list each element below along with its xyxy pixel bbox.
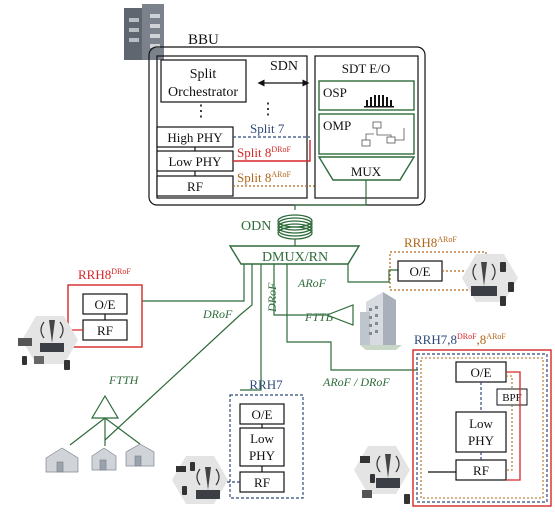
rrh-combined-sup1: DRoF [457, 332, 477, 341]
cell-site-combined [354, 446, 410, 504]
split8-drof-line [233, 140, 311, 162]
split8-arof-sup: ARoF [271, 170, 291, 179]
svg-text:RRH8ARoF: RRH8ARoF [404, 235, 457, 250]
split8-drof-label: Split 8 [237, 145, 271, 160]
rrh7-oe-label: O/E [252, 407, 273, 422]
bbu-rf-label: RF [187, 179, 203, 194]
ftth-link-label: FTTH [108, 373, 140, 387]
rrh-combined-prefix: RRH7,8 [414, 332, 457, 347]
split7-label: Split 7 [250, 121, 285, 136]
split-orchestrator-line1: Split [190, 67, 217, 82]
rrh-combined-mid: ,8 [477, 332, 487, 347]
arof-link-label: ARoF [297, 276, 327, 290]
rrh-combined-blue [416, 353, 548, 503]
rrh8-drof-rf-label: RF [97, 323, 113, 338]
split8-arof-label: Split 8 [237, 170, 271, 185]
rrh7-rf-label: RF [254, 475, 270, 490]
rrh8-arof-sup: ARoF [437, 235, 457, 244]
rrh-combined-outer-red [412, 349, 552, 507]
building-icon [360, 292, 402, 350]
rrh7-low-phy-box [239, 427, 285, 467]
server-icon [124, 4, 164, 60]
rrh8-drof-label: RRH8 [78, 267, 111, 282]
cell-site-drof [18, 316, 78, 370]
ftth-splitter [90, 394, 120, 419]
dmux-label: DMUX/RN [262, 250, 328, 265]
fttb-splitter [325, 304, 354, 326]
omp-circuit-icon [361, 121, 405, 147]
rrh8-arof-oe-label: O/E [410, 264, 431, 279]
rrh-combined-low-phy-box [455, 411, 507, 453]
split8-drof-sup: DRoF [271, 145, 291, 154]
high-phy-label: High PHY [167, 130, 223, 145]
dots-right: ⋮ [260, 101, 276, 118]
split-orchestrator-line2: Orchestrator [168, 85, 238, 100]
split-orchestrator-box [160, 59, 247, 103]
rrh8-drof-sup: DRoF [111, 267, 131, 276]
rrh8-drof-oe-label: O/E [95, 297, 116, 312]
svg-text:RRH7,8DRoF,8ARoF: RRH7,8DRoF,8ARoF [414, 332, 506, 347]
rrh7-label: RRH7 [249, 377, 283, 392]
rrh-combined-brown [420, 357, 544, 499]
odn-coil-icon [277, 214, 313, 240]
bpf-label: BPF [502, 392, 522, 404]
bbu-box [148, 46, 426, 206]
rrh-combined-oe-label: O/E [471, 365, 492, 380]
rrh-combined-low-line1: Low [469, 416, 493, 431]
odn-label: ODN [241, 219, 271, 234]
cell-site-arof [462, 254, 518, 306]
rrh-combined-sup2: ARoF [486, 332, 506, 341]
rrh7-box [229, 394, 304, 499]
rrh8-drof-box [67, 284, 143, 348]
mux-shape [317, 156, 416, 181]
rrh7-low-line2: PHY [249, 448, 276, 463]
svg-text:Split 8DRoF: Split 8DRoF [237, 145, 291, 160]
fttb-link-label: FTTB [304, 310, 334, 324]
rrh7-low-line1: Low [250, 431, 274, 446]
rrh8-arof-label: RRH8 [404, 235, 437, 250]
dots-left: ⋮ [193, 103, 209, 120]
mux-label: MUX [351, 164, 382, 179]
low-phy-label: Low PHY [168, 154, 222, 169]
bbu-label: BBU [188, 32, 219, 48]
osp-comb-icon [364, 95, 394, 108]
svg-text:RRH8DRoF: RRH8DRoF [78, 267, 131, 282]
svg-text:Split 8ARoF: Split 8ARoF [237, 170, 291, 185]
sdn-label: SDN [270, 59, 298, 74]
omp-label: OMP [323, 118, 351, 133]
drof-vertical-link-label: DRoF [265, 282, 279, 313]
fiber-links [104, 264, 418, 441]
rrh-combined-low-line2: PHY [468, 433, 495, 448]
drof-left-link-label: DRoF [202, 307, 233, 321]
sdt-eo-label: SDT E/O [342, 61, 391, 76]
cell-site-rrh7 [172, 456, 228, 504]
house-icons [45, 443, 155, 473]
arof-drof-link-label: ARoF / DRoF [322, 375, 390, 389]
osp-label: OSP [323, 85, 347, 100]
rrh8-arof-box [389, 251, 487, 291]
rrh-combined-rf-label: RF [473, 463, 489, 478]
